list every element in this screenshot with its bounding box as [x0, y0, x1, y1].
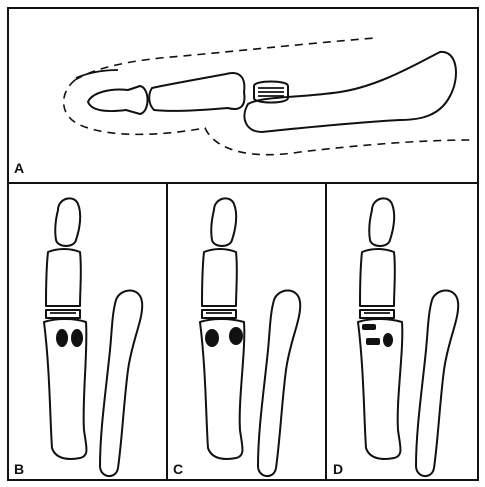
panel-a: A	[14, 38, 470, 176]
drill-hole-left	[56, 329, 68, 347]
adjacent-finger-bone	[100, 291, 142, 477]
panel-label-b: B	[14, 461, 24, 477]
joint-implant	[202, 310, 236, 318]
slot-lower-left	[366, 338, 380, 345]
distal-phalanx	[369, 198, 394, 246]
adjacent-finger-bone	[416, 291, 458, 477]
panel-d: D	[333, 198, 458, 477]
drill-hole-right	[71, 329, 83, 347]
adjacent-finger-bone	[258, 291, 300, 477]
middle-phalanx	[46, 249, 81, 306]
joint-implant	[360, 310, 394, 318]
panel-label-a: A	[14, 160, 24, 176]
slot-upper	[362, 324, 376, 330]
distal-phalanx-lateral	[88, 86, 148, 114]
panel-c: C	[173, 198, 300, 477]
proximal-phalanx	[358, 319, 402, 459]
distal-phalanx	[55, 198, 80, 246]
joint-implant	[46, 310, 80, 318]
distal-phalanx	[211, 198, 236, 246]
panel-label-c: C	[173, 461, 183, 477]
drill-hole-left	[205, 329, 219, 347]
middle-phalanx	[360, 249, 395, 306]
drill-hole-right	[383, 333, 393, 347]
middle-phalanx	[202, 249, 237, 306]
panel-label-d: D	[333, 461, 343, 477]
drill-hole-right	[229, 327, 243, 345]
middle-phalanx-lateral	[149, 73, 244, 111]
panel-b: B	[14, 198, 142, 477]
